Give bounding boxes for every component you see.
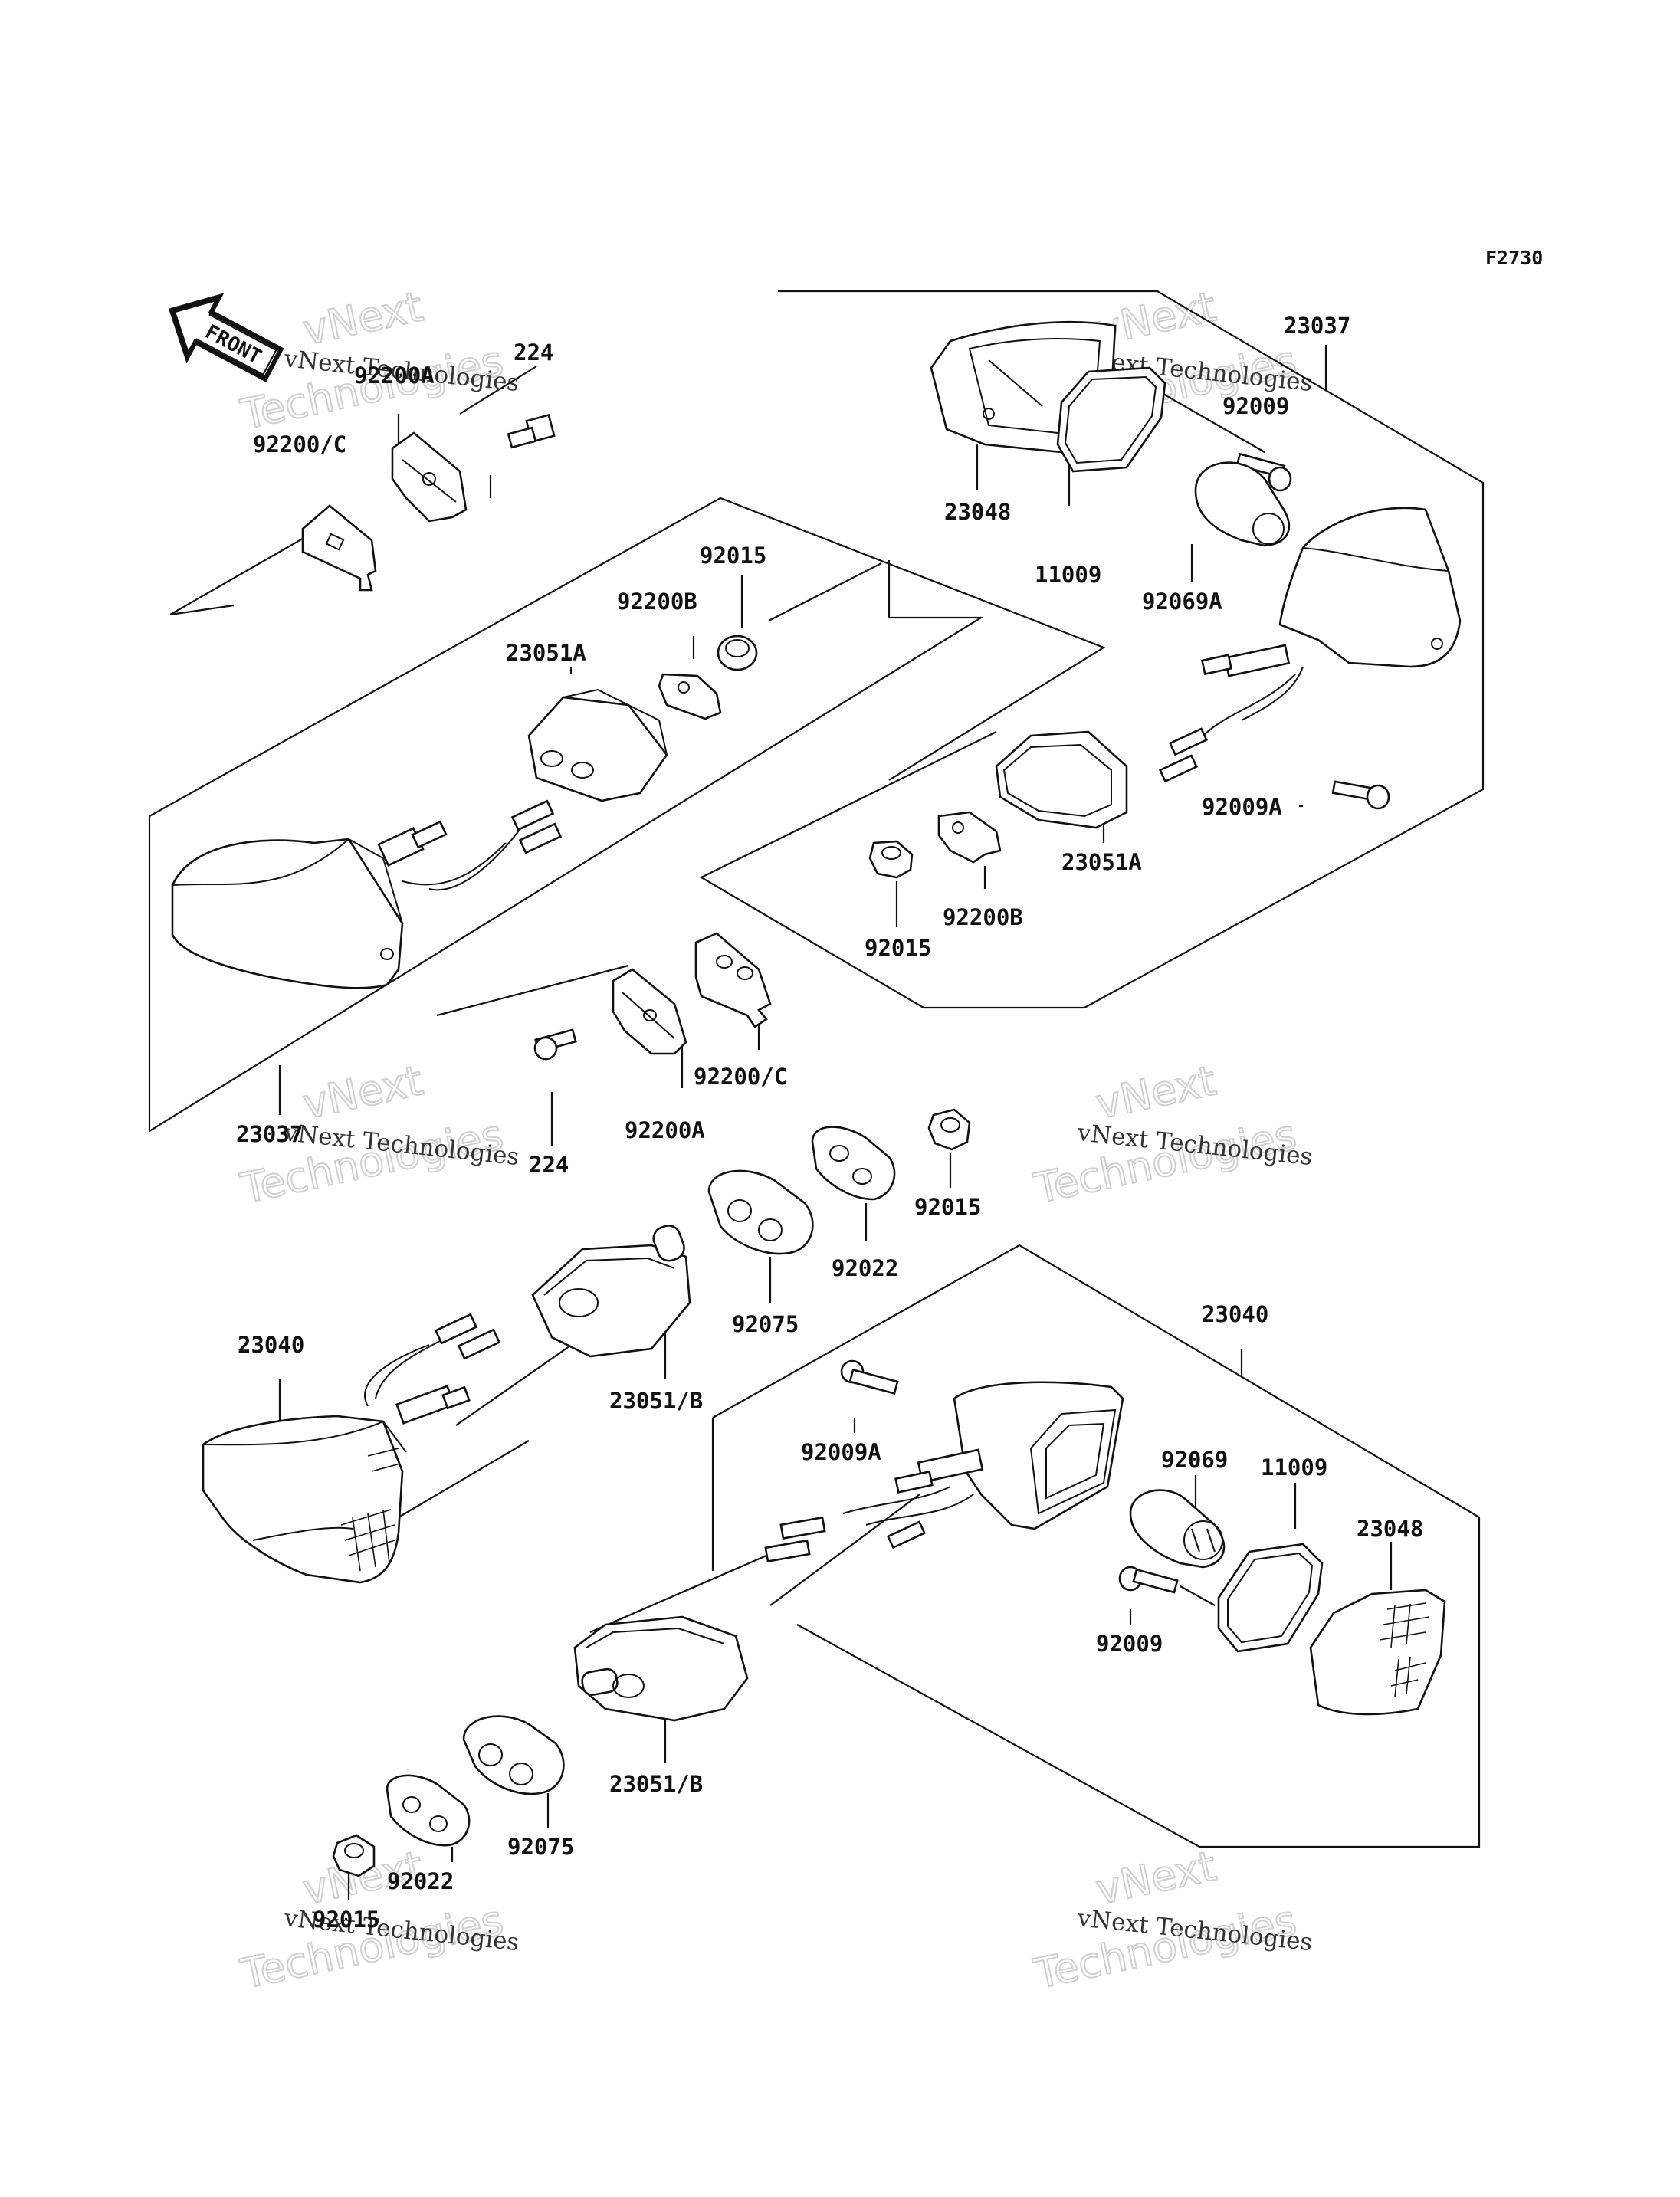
bracket-plate-92200a-top-icon	[391, 431, 468, 523]
part-label: 92009	[1096, 1631, 1163, 1657]
part-label: 23051A	[506, 640, 586, 666]
nut-92015-b-icon	[868, 840, 914, 879]
grommet-23051a-a-icon	[527, 688, 668, 802]
part-label: 23037	[1284, 313, 1350, 339]
gasket-11009-bottom-icon	[1217, 1543, 1324, 1653]
part-label: 92022	[387, 1868, 454, 1894]
watermark-top-left: vNext Technologies vNext Technologies	[236, 281, 521, 440]
nut-92015-c-icon	[927, 1108, 971, 1151]
part-label: 92015	[313, 1907, 379, 1933]
part-label: 11009	[1035, 562, 1101, 588]
grommet-23051b-b-icon	[573, 1615, 749, 1722]
plate-92200b-a-icon	[658, 673, 722, 720]
part-label: 92200B	[617, 589, 697, 615]
turn-signal-housing-23037-right-icon	[1158, 507, 1462, 783]
bulb-92069-icon	[1129, 1489, 1226, 1569]
plate-92022-a-icon	[811, 1126, 896, 1201]
part-label: 11009	[1261, 1454, 1327, 1481]
turn-signal-23040-right-icon	[764, 1381, 1124, 1563]
part-label: 92009A	[801, 1439, 881, 1465]
watermark-vnext: vNext	[299, 1056, 427, 1128]
plate-92200b-b-icon	[937, 811, 1002, 864]
assembly-outlines	[148, 290, 1485, 1848]
part-label: 92200A	[625, 1117, 705, 1143]
watermark-bottom-right: vNext Technologies vNext Technologies	[1029, 1841, 1314, 1999]
part-label: 23048	[1357, 1516, 1423, 1542]
turn-signal-23040-left-icon	[202, 1313, 501, 1584]
part-labels: 224 92200A 92200/C 92015 92200B 23051A 2…	[236, 313, 1423, 1933]
assembly-outline-front-right	[712, 1244, 1481, 1848]
grommet-92075-b-icon	[462, 1715, 565, 1795]
part-label: 92009	[1222, 393, 1289, 419]
turn-signal-housing-23037-left-icon	[171, 799, 563, 989]
parts	[171, 320, 1462, 1877]
front-arrow-icon: FRONT	[168, 293, 284, 382]
watermark-vnext: vNext	[1092, 1056, 1220, 1128]
grommet-92075-a-icon	[707, 1169, 814, 1255]
plate-92022-b-icon	[386, 1774, 471, 1847]
nut-92015-d-icon	[332, 1834, 376, 1877]
screw-92009-bottom-icon	[1118, 1566, 1179, 1594]
part-label: 23037	[236, 1121, 303, 1147]
screw-92009-top-icon	[1235, 452, 1292, 492]
bolt-224-top-icon	[507, 414, 556, 449]
bracket-plate-92200c-mid-icon	[694, 932, 772, 1028]
assembly-outline-rear-right	[699, 290, 1485, 1009]
part-label: 23051A	[1061, 849, 1142, 875]
bulb-92069a-icon	[1194, 461, 1291, 547]
bracket-plate-92200c-top-icon	[301, 504, 377, 592]
part-label: 92069A	[1142, 589, 1222, 615]
watermark-mid-right: vNext Technologies vNext Technologies	[1029, 1055, 1314, 1214]
screw-92009a-top-icon	[1331, 780, 1390, 810]
part-label: 23051/B	[609, 1771, 703, 1797]
nut-92015-a-icon	[717, 635, 758, 671]
grommet-23051b-a-icon	[531, 1225, 691, 1358]
gasket-11009-top-icon	[1056, 366, 1166, 473]
screw-92009a-bottom-icon	[840, 1359, 899, 1395]
lens-grid-right-icon	[1379, 1602, 1430, 1698]
leader-lines	[169, 345, 1393, 1900]
part-label: 92200A	[354, 362, 435, 389]
part-label: 92015	[865, 935, 931, 961]
part-label: 92022	[832, 1255, 898, 1281]
watermark-vnext: vNext	[299, 282, 427, 354]
part-label: 92200/C	[253, 431, 346, 457]
part-label: 23048	[944, 499, 1011, 525]
part-label: 224	[529, 1152, 569, 1178]
part-label: 92075	[732, 1311, 799, 1337]
figure-code: F2730	[1485, 247, 1543, 269]
part-label: 92009A	[1202, 794, 1282, 820]
assembly-outline-rear-left	[148, 497, 1106, 1133]
part-label: 23051/B	[609, 1388, 703, 1414]
lens-grid-left-icon	[340, 1448, 401, 1572]
part-label: 92069	[1161, 1447, 1228, 1473]
watermark-group: vNext Technologies vNext Technologies vN…	[236, 281, 1314, 1999]
lens-23048-bottom-icon	[1309, 1589, 1446, 1716]
part-label: 224	[514, 339, 553, 366]
part-label: 92015	[700, 543, 766, 569]
part-label: 92075	[507, 1834, 574, 1860]
bolt-224-mid-icon	[533, 1028, 577, 1061]
part-label: 92015	[914, 1194, 981, 1220]
part-label: 23040	[238, 1332, 304, 1358]
grommet-23051a-b-icon	[995, 730, 1128, 829]
bracket-plate-92200a-mid-icon	[612, 968, 687, 1055]
part-label: 92200B	[943, 904, 1023, 930]
part-label: 92200/C	[694, 1064, 787, 1090]
watermark-vnext: vNext	[1092, 1841, 1220, 1913]
part-label: 23040	[1202, 1301, 1268, 1327]
